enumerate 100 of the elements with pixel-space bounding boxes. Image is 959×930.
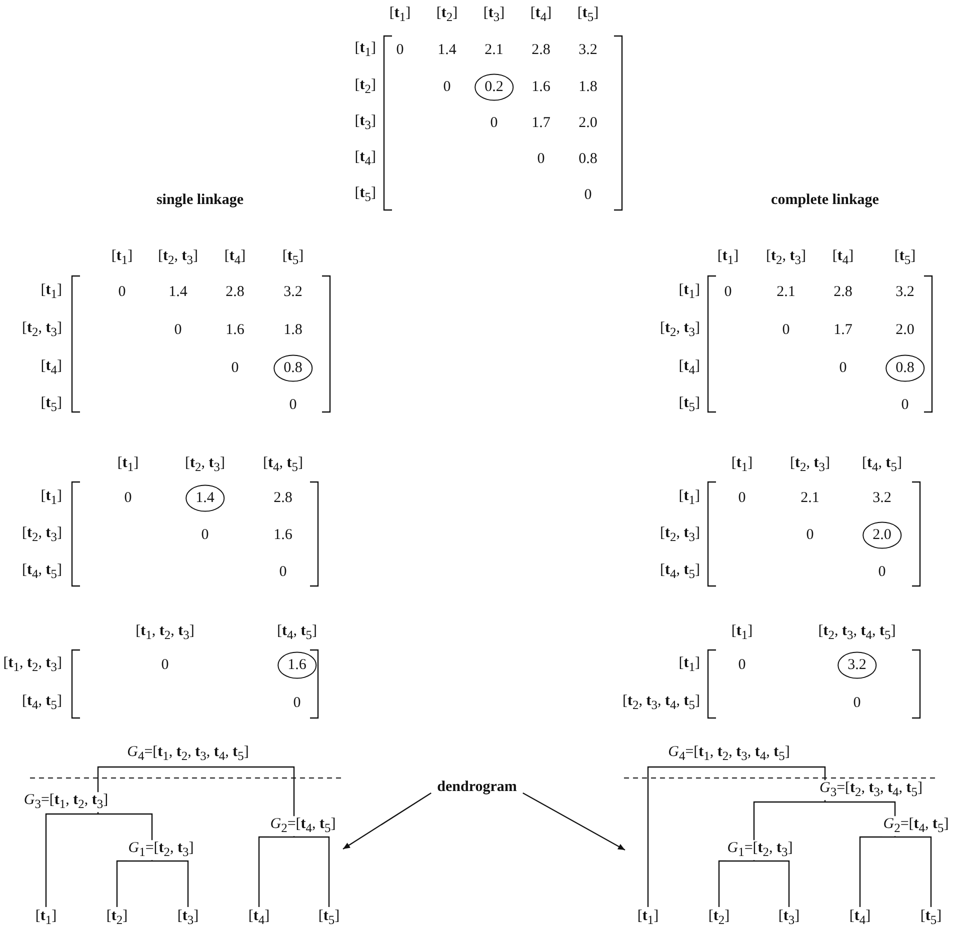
column-header: [t$_{3}$]: [483, 5, 505, 25]
row-header: [t$_{4}$, t$_{5}$]: [22, 693, 62, 713]
matrix-entry: 0: [231, 360, 239, 376]
matrix-entry: 0: [806, 526, 814, 544]
arrow: [342, 792, 432, 850]
row-header: [t$_{5}$]: [678, 395, 700, 415]
matrix-entry: 3.2: [284, 284, 302, 300]
matrix-entry: 2.1: [800, 490, 820, 506]
leaf-label: [t$_{5}$]: [318, 908, 340, 928]
circled-value: 1.6: [278, 652, 316, 678]
cluster-label: G$_{2}$=[t$_{4}$, t$_{5}$]: [882, 816, 950, 836]
matrix-entry: 0: [537, 150, 545, 168]
column-header: [t$_{2}$, t$_{3}$]: [766, 248, 806, 268]
section-heading: complete linkage: [771, 192, 879, 208]
matrix-entry: 0: [289, 396, 297, 414]
matrix-entry: 1.6: [532, 78, 550, 96]
matrix-entry: 2.8: [532, 42, 550, 58]
matrix-entry: 1.6: [274, 526, 292, 544]
column-header: [t$_{4}$]: [224, 248, 246, 268]
matrix-entry: 3.2: [578, 42, 598, 58]
column-header: [t$_{1}$]: [111, 248, 133, 268]
row-header: [t$_{1}$]: [678, 282, 700, 302]
cluster-label: G$_{3}$=[t$_{1}$, t$_{2}$, t$_{3}$]: [22, 792, 110, 812]
matrix-entry: 2.0: [896, 322, 914, 338]
arrow: [522, 792, 626, 851]
leaf-label: [t$_{1}$]: [35, 908, 57, 928]
column-header: [t$_{2}$, t$_{3}$]: [185, 455, 225, 475]
column-header: [t$_{4}$, t$_{5}$]: [263, 455, 303, 475]
matrix-entry: 1.4: [438, 42, 456, 58]
matrix-entry: 3.2: [896, 284, 914, 300]
row-header: [t$_{5}$]: [40, 395, 62, 415]
leaf-label: [t$_{2}$]: [106, 908, 128, 928]
column-header: [t$_{2}$, t$_{3}$]: [790, 455, 830, 475]
row-header: [t$_{4}$, t$_{5}$]: [22, 562, 62, 582]
matrix-entry: 0: [443, 78, 451, 96]
cluster-label: G$_{1}$=[t$_{2}$, t$_{3}$]: [726, 840, 794, 860]
matrix-entry: 0: [782, 322, 790, 338]
matrix-entry: 2.0: [578, 114, 598, 132]
column-header: [t$_{5}$]: [577, 5, 599, 25]
matrix-entry: 0: [490, 114, 498, 132]
column-header: [t$_{4}$, t$_{5}$]: [277, 623, 317, 643]
matrix-entry: 0: [738, 490, 746, 506]
circled-value: 0.8: [886, 354, 924, 382]
matrix-entry: 0: [118, 284, 126, 300]
matrix-entry: 3.2: [872, 490, 892, 506]
row-header: [t$_{5}$]: [354, 185, 376, 205]
matrix-entry: 2.8: [834, 284, 852, 300]
leaf-label: [t$_{4}$]: [849, 908, 871, 928]
leaf-label: [t$_{5}$]: [920, 908, 942, 928]
column-header: [t$_{2}$, t$_{3}$]: [158, 248, 198, 268]
column-header: [t$_{1}$]: [389, 5, 411, 25]
column-header: [t$_{1}$]: [731, 623, 753, 643]
cluster-label: G$_{2}$=[t$_{4}$, t$_{5}$]: [269, 816, 337, 836]
leaf-label: [t$_{2}$]: [708, 908, 730, 928]
column-header: [t$_{1}$, t$_{2}$, t$_{3}$]: [136, 623, 194, 643]
leaf-label: [t$_{1}$]: [637, 908, 659, 928]
matrix-entry: 2.8: [274, 490, 292, 506]
matrix-entry: 1.8: [284, 322, 302, 338]
circled-value: 3.2: [838, 652, 876, 678]
matrix-entry: 2.8: [226, 284, 244, 300]
row-header: [t$_{1}$]: [678, 488, 700, 508]
matrix-entry: 1.7: [532, 114, 550, 132]
cluster-label: G$_{1}$=[t$_{2}$, t$_{3}$]: [127, 840, 195, 860]
matrix-entry: 0: [293, 694, 301, 712]
matrix-entry: 0: [161, 656, 169, 674]
column-header: [t$_{4}$]: [530, 5, 552, 25]
row-header: [t$_{4}$]: [678, 358, 700, 378]
column-header: [t$_{2}$, t$_{3}$, t$_{4}$, t$_{5}$]: [818, 623, 896, 643]
row-header: [t$_{2}$, t$_{3}$]: [660, 320, 700, 340]
column-header: [t$_{1}$]: [731, 455, 753, 475]
cluster-label: G$_{3}$=[t$_{2}$, t$_{3}$, t$_{4}$, t$_{5}$]: [818, 780, 924, 800]
matrix-entry: 0: [396, 42, 404, 58]
column-header: [t$_{5}$]: [894, 248, 916, 268]
column-header: [t$_{4}$]: [832, 248, 854, 268]
row-header: [t$_{1}$]: [354, 40, 376, 60]
row-header: [t$_{4}$]: [354, 149, 376, 169]
matrix-entry: 0: [584, 186, 592, 204]
circled-value: 0.2: [474, 74, 514, 100]
row-header: [t$_{3}$]: [354, 113, 376, 133]
matrix-entry: 0: [201, 526, 209, 544]
column-header: [t$_{1}$]: [717, 248, 739, 268]
matrix-entry: 0.8: [578, 150, 598, 168]
row-header: [t$_{4}$]: [40, 358, 62, 378]
matrix-entry: 2.1: [484, 42, 504, 58]
matrix-entry: 1.8: [578, 78, 598, 96]
column-header: [t$_{4}$, t$_{5}$]: [862, 455, 902, 475]
leaf-label: [t$_{4}$]: [248, 908, 270, 928]
matrix-entry: 0: [738, 656, 746, 674]
matrix-entry: 0: [279, 564, 287, 580]
matrix-entry: 0: [124, 490, 132, 506]
circled-value: 1.4: [186, 484, 224, 512]
column-header: [t$_{2}$]: [436, 5, 458, 25]
matrix-entry: 0: [878, 564, 886, 580]
caption-text: dendrogram: [437, 778, 517, 796]
matrix-entry: 0: [853, 694, 861, 712]
matrix-entry: 1.6: [226, 322, 244, 338]
matrix-entry: 0: [901, 396, 909, 414]
row-header: [t$_{1}$, t$_{2}$, t$_{3}$]: [3, 655, 62, 675]
dendrogram-drawing: [647, 766, 932, 908]
row-header: [t$_{2}$, t$_{3}$]: [22, 525, 62, 545]
